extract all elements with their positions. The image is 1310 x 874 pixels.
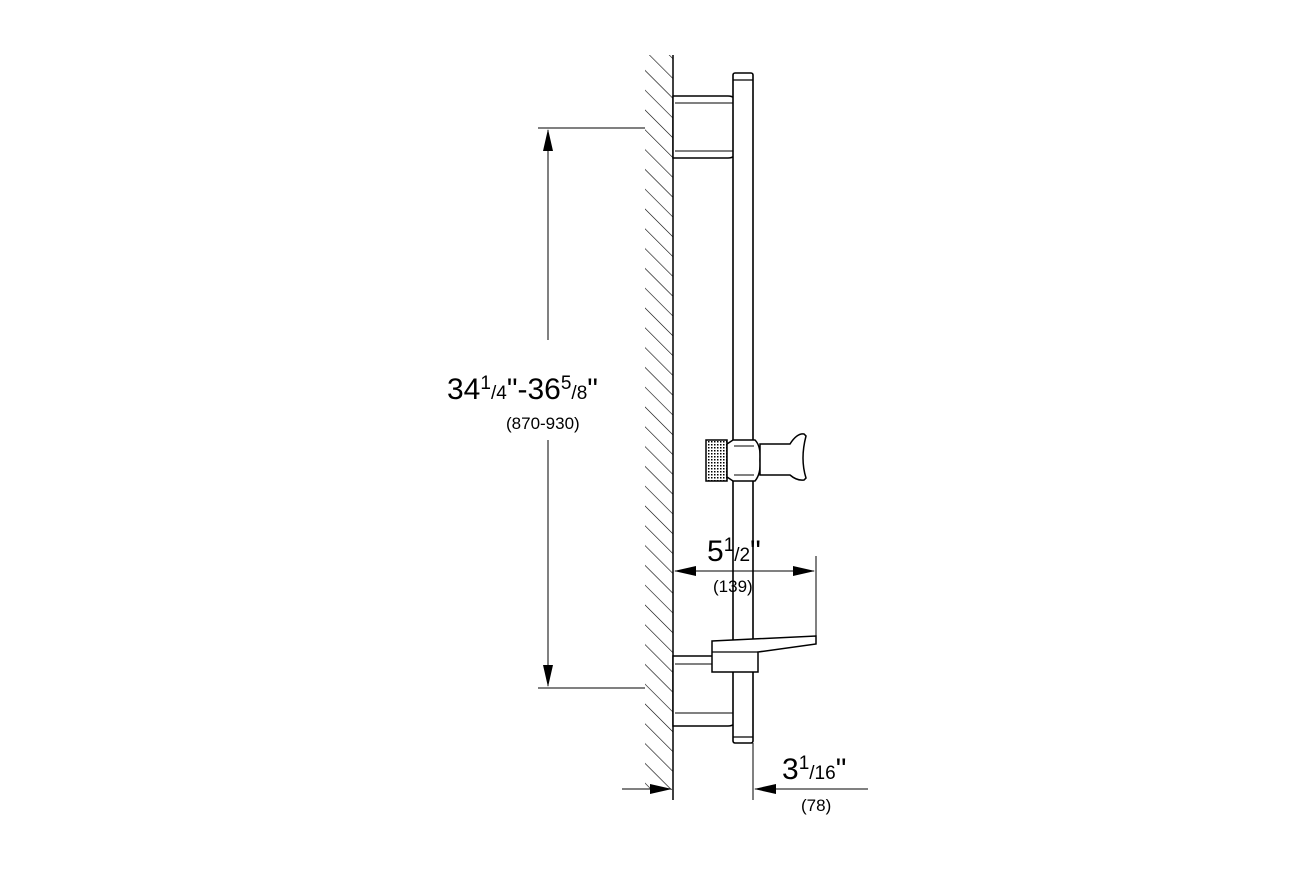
offset-inch-whole: 3 bbox=[782, 753, 799, 786]
projection-dimension-label: 51/2" bbox=[707, 535, 761, 571]
projection-frac-slash: / bbox=[734, 545, 740, 566]
wall-offset-dimension bbox=[622, 743, 868, 800]
height-dimension-label: 341/4"-365/8" bbox=[447, 373, 598, 409]
height-inch-mark: " bbox=[587, 373, 598, 406]
height-inch-whole-b: "-36 bbox=[506, 373, 561, 406]
projection-inch-mark: " bbox=[750, 535, 761, 568]
wall bbox=[645, 55, 674, 800]
height-inch-whole-a: 34 bbox=[447, 373, 481, 406]
offset-frac-slash: / bbox=[809, 763, 815, 784]
upper-wall-bracket bbox=[672, 95, 737, 159]
hand-shower-holder bbox=[705, 433, 807, 482]
soap-dish bbox=[711, 635, 817, 673]
wall-offset-metric-label: (78) bbox=[801, 796, 832, 815]
shower-rail bbox=[732, 72, 754, 744]
height-frac-num-b: 5 bbox=[560, 373, 572, 394]
height-dimension bbox=[538, 127, 645, 689]
height-frac-den-b: 8 bbox=[576, 383, 588, 404]
projection-metric-label: (139) bbox=[713, 577, 753, 596]
height-frac-slash-b: / bbox=[571, 383, 577, 404]
projection-inch-whole: 5 bbox=[707, 535, 724, 568]
height-frac-den-a: 4 bbox=[496, 383, 507, 404]
offset-frac-num: 1 bbox=[798, 753, 810, 774]
offset-inch-mark: " bbox=[835, 753, 847, 786]
wall-offset-dimension-label: 31/16" bbox=[782, 753, 847, 789]
projection-frac-den: 2 bbox=[739, 545, 751, 566]
offset-frac-den: 16 bbox=[814, 763, 836, 784]
projection-dimension bbox=[674, 556, 817, 636]
height-frac-slash-a: / bbox=[490, 383, 497, 404]
height-metric-label: (870-930) bbox=[506, 414, 580, 433]
height-frac-num-a: 1 bbox=[480, 373, 491, 394]
projection-frac-num: 1 bbox=[723, 535, 735, 556]
